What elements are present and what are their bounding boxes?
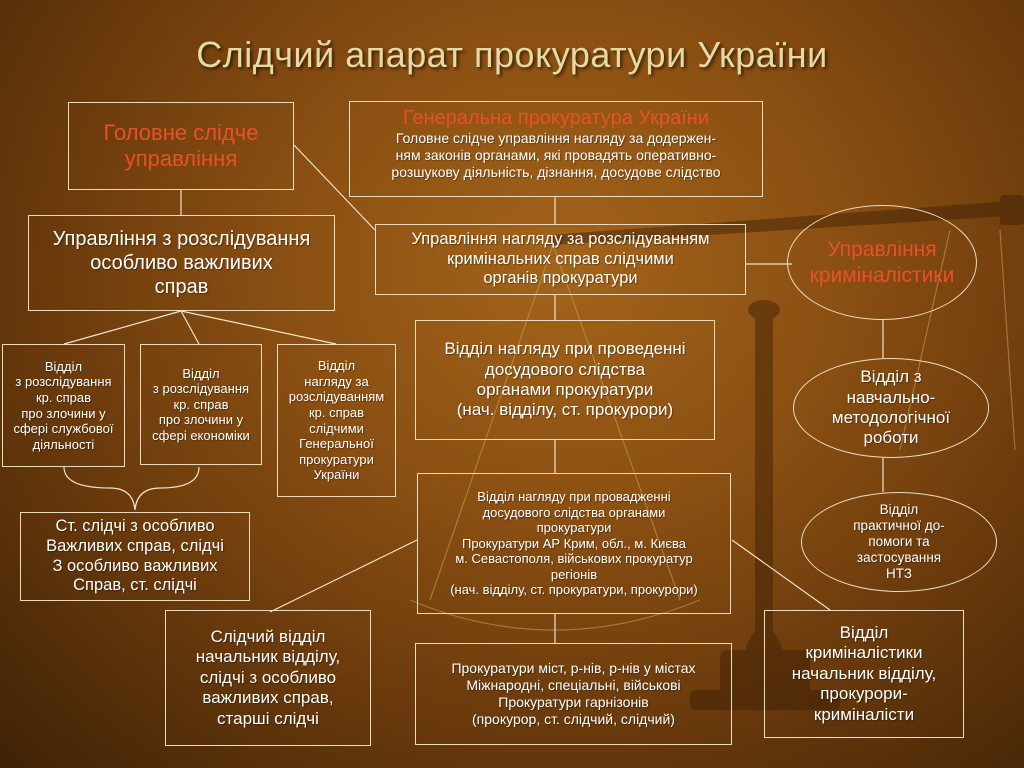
city-district-prosecutors-box: Прокуратури міст, р-нів, р-нів у містах … [415,643,732,745]
dept-official-crimes-label: Відділ з розслідування кр. справ про зло… [13,359,113,453]
dept-training-methodology-label: Відділ з навчально- методологічної робот… [832,367,950,449]
dept-practical-help-label: Відділ практичної до- помоги та застосув… [853,502,945,583]
general-prosecutor-office-box: Генеральна прокуратура України Головне с… [349,101,763,197]
especially-important-cases-directorate-box: Управління з розслідування особливо важл… [28,215,335,311]
forensics-department-label: Відділ криміналістики начальник відділу,… [792,623,936,725]
forensics-directorate-ellipse: Управління криміналістики [787,205,977,320]
dept-pretrial-regional-label: Відділ нагляду при провадженні досудовог… [450,489,698,598]
forensics-directorate-label: Управління криміналістики [810,237,955,287]
dept-pretrial-investigation-conduct-box: Відділ нагляду при проведенні досудового… [415,320,715,440]
dept-pretrial-investigation-conduct-label: Відділ нагляду при проведенні досудового… [444,339,685,421]
general-prosecutor-office-subtitle: Головне слідче управління нагляду за дод… [391,130,720,180]
dept-practical-help-ellipse: Відділ практичної до- помоги та застосув… [801,492,997,592]
supervision-directorate-label: Управління нагляду за розслідуванням кри… [412,230,710,289]
dept-gpu-supervision-box: Відділ нагляду за розслідуванням кр. спр… [277,344,396,497]
main-investigative-directorate-box: Головне слідче управління [68,102,294,190]
main-investigative-directorate-label: Головне слідче управління [104,120,259,173]
dept-economic-crimes-label: Відділ з розслідування кр. справ про зло… [152,366,250,444]
dept-official-crimes-box: Відділ з розслідування кр. справ про зло… [2,344,125,467]
general-prosecutor-office-title: Генеральна прокуратура України [403,106,709,130]
dept-training-methodology-ellipse: Відділ з навчально- методологічної робот… [793,358,989,458]
forensics-department-box: Відділ криміналістики начальник відділу,… [764,610,964,738]
dept-gpu-supervision-label: Відділ нагляду за розслідуванням кр. спр… [289,358,385,483]
supervision-directorate-box: Управління нагляду за розслідуванням кри… [375,224,746,295]
investigative-department-box: Слідчий відділ начальник відділу, слідчі… [165,610,371,746]
especially-important-cases-label: Управління з розслідування особливо важл… [53,227,311,299]
dept-economic-crimes-box: Відділ з розслідування кр. справ про зло… [140,344,262,465]
city-district-prosecutors-label: Прокуратури міст, р-нів, р-нів у містах … [451,660,695,727]
investigative-department-label: Слідчий відділ начальник відділу, слідчі… [196,627,340,729]
slide-title: Слідчий апарат прокуратури України [0,34,1024,76]
senior-investigators-label: Ст. слідчі з особливо Важливих справ, сл… [46,517,224,596]
senior-investigators-box: Ст. слідчі з особливо Важливих справ, сл… [20,512,250,601]
dept-pretrial-regional-box: Відділ нагляду при провадженні досудовог… [417,473,731,614]
